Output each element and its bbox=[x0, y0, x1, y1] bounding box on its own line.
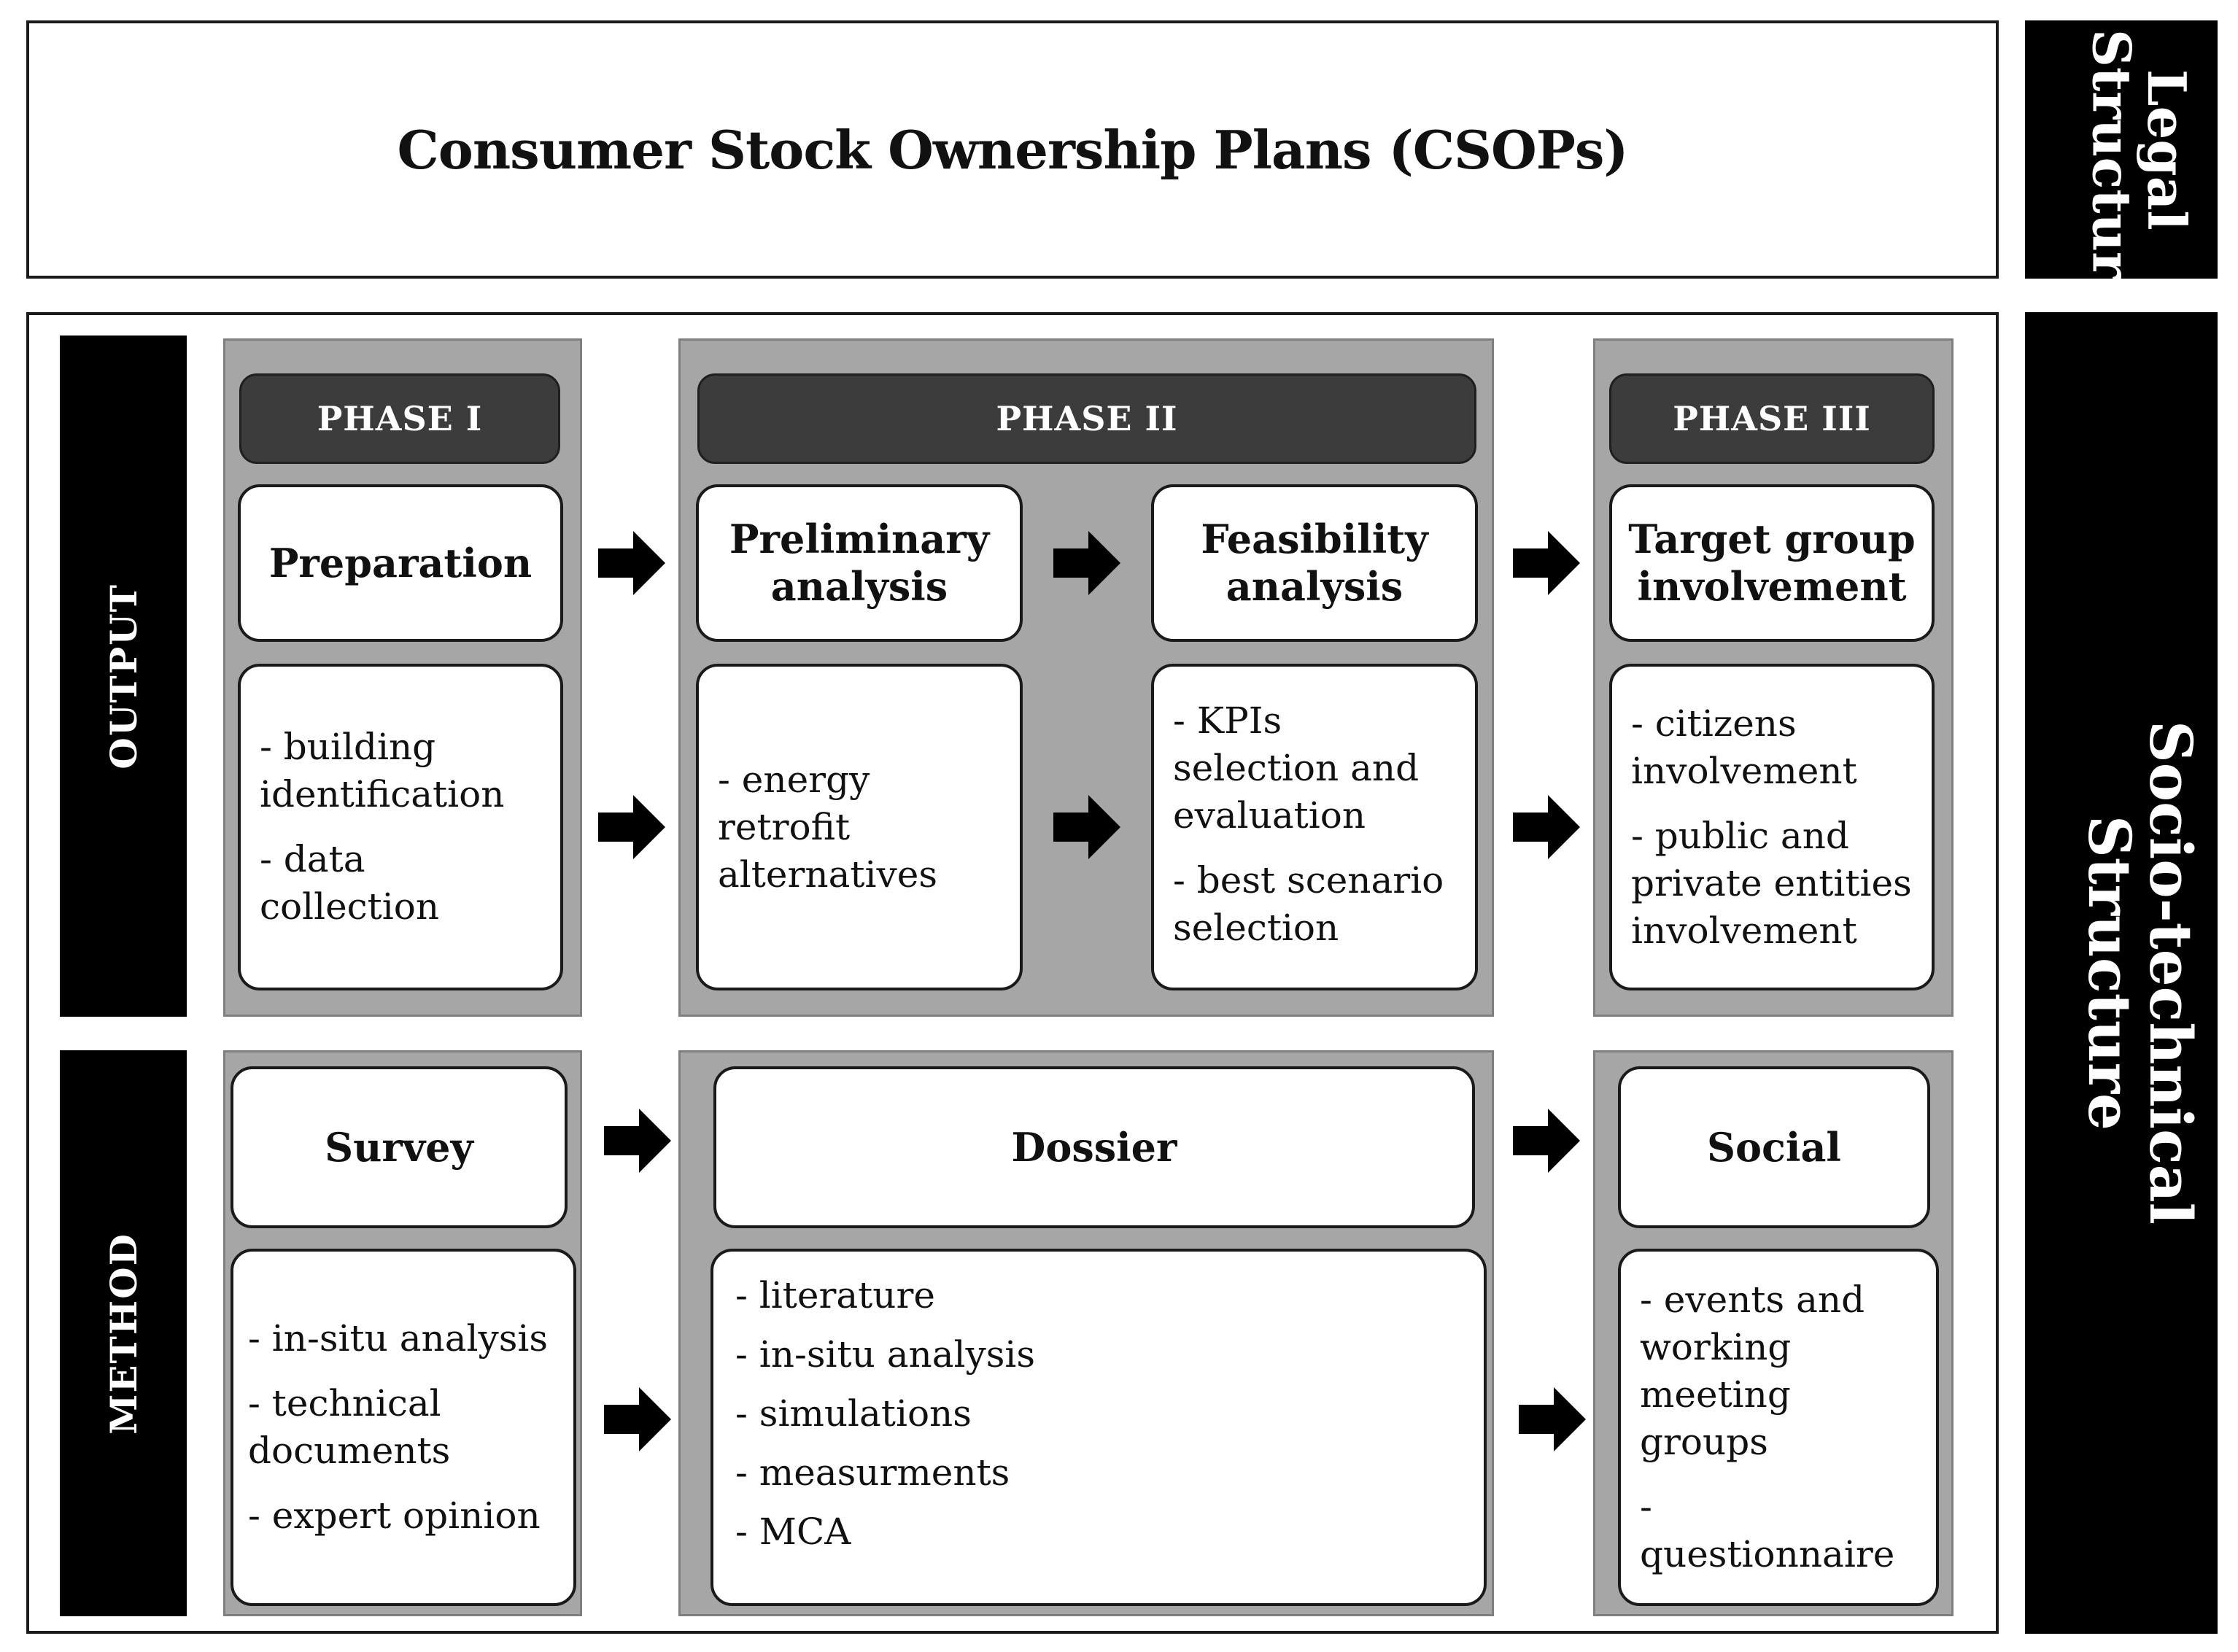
phase1-header: PHASE I bbox=[239, 373, 560, 464]
list-item: - best scenario selection bbox=[1173, 859, 1444, 949]
list-item: - public and private entities involvemen… bbox=[1631, 814, 1912, 952]
list-item: - building identification bbox=[260, 726, 505, 815]
arrow-right-icon bbox=[1053, 531, 1120, 595]
arrow-right-icon bbox=[1053, 795, 1120, 859]
preliminary-analysis-title: Preliminary analysis bbox=[729, 516, 990, 610]
list-item: - citizens involvement bbox=[1631, 702, 1857, 792]
social-card: Social bbox=[1618, 1066, 1930, 1228]
list-item: - literature bbox=[735, 1274, 935, 1316]
list-item: - MCA bbox=[735, 1511, 851, 1553]
preparation-title: Preparation bbox=[268, 539, 533, 586]
feasibility-analysis-body: - KPIs selection and evaluation - best s… bbox=[1151, 664, 1478, 990]
arrow-right-icon bbox=[604, 1387, 671, 1451]
preliminary-analysis-body: - energy retrofit alternatives bbox=[696, 664, 1023, 990]
legal-structure-bar: Legal Structure bbox=[2025, 20, 2218, 313]
phase3-header: PHASE III bbox=[1609, 373, 1935, 464]
target-group-card: Target group involvement bbox=[1609, 484, 1935, 642]
survey-body: - in-situ analysis - technical documents… bbox=[231, 1249, 576, 1606]
list-item: - data collection bbox=[260, 838, 440, 928]
list-item: - expert opinion bbox=[248, 1494, 541, 1537]
list-item: - in-situ analysis bbox=[248, 1317, 549, 1360]
socio-technical-label: Socio-technical Structure bbox=[2075, 721, 2205, 1225]
list-item: - simulations bbox=[735, 1392, 972, 1435]
output-label-text: OUTPUT bbox=[101, 583, 145, 769]
title-box: Consumer Stock Ownership Plans (CSOPs) bbox=[26, 20, 1999, 279]
survey-card: Survey bbox=[231, 1066, 568, 1228]
method-row-label: METHOD bbox=[60, 1050, 187, 1616]
list-item: - measurments bbox=[735, 1451, 1010, 1494]
method-label-text: METHOD bbox=[101, 1232, 145, 1435]
preparation-body: - building identification - data collect… bbox=[238, 664, 563, 990]
list-item: - technical documents bbox=[248, 1382, 451, 1472]
phase2-header: PHASE II bbox=[697, 373, 1476, 464]
dossier-title: Dossier bbox=[1011, 1123, 1177, 1171]
list-item: - energy retrofit alternatives bbox=[718, 758, 937, 896]
list-item: - questionnaire bbox=[1640, 1486, 1895, 1575]
dossier-card: Dossier bbox=[713, 1066, 1475, 1228]
arrow-right-icon bbox=[1513, 795, 1580, 859]
diagram-title: Consumer Stock Ownership Plans (CSOPs) bbox=[397, 118, 1629, 181]
arrow-right-icon bbox=[1513, 1109, 1580, 1173]
survey-title: Survey bbox=[325, 1123, 473, 1171]
target-group-title: Target group involvement bbox=[1628, 516, 1916, 610]
arrow-right-icon bbox=[1519, 1387, 1586, 1451]
list-item: - KPIs selection and evaluation bbox=[1173, 699, 1420, 837]
arrow-right-icon bbox=[604, 1109, 671, 1173]
social-body: - events and working meeting groups - qu… bbox=[1618, 1249, 1939, 1606]
preliminary-analysis-card: Preliminary analysis bbox=[696, 484, 1023, 642]
feasibility-analysis-card: Feasibility analysis bbox=[1151, 484, 1478, 642]
list-item: - events and working meeting groups bbox=[1640, 1279, 1865, 1463]
arrow-right-icon bbox=[598, 531, 665, 595]
preparation-card: Preparation bbox=[238, 484, 563, 642]
legal-structure-label: Legal Structure bbox=[2080, 29, 2198, 313]
list-item: - in-situ analysis bbox=[735, 1333, 1036, 1376]
target-group-body: - citizens involvement - public and priv… bbox=[1609, 664, 1935, 990]
feasibility-analysis-title: Feasibility analysis bbox=[1201, 516, 1428, 610]
social-title: Social bbox=[1707, 1123, 1841, 1171]
socio-technical-bar: Socio-technical Structure bbox=[2025, 312, 2218, 1634]
arrow-right-icon bbox=[1513, 531, 1580, 595]
dossier-body: - literature - in-situ analysis - simula… bbox=[710, 1249, 1487, 1606]
arrow-right-icon bbox=[598, 795, 665, 859]
output-row-label: OUTPUT bbox=[60, 336, 187, 1017]
